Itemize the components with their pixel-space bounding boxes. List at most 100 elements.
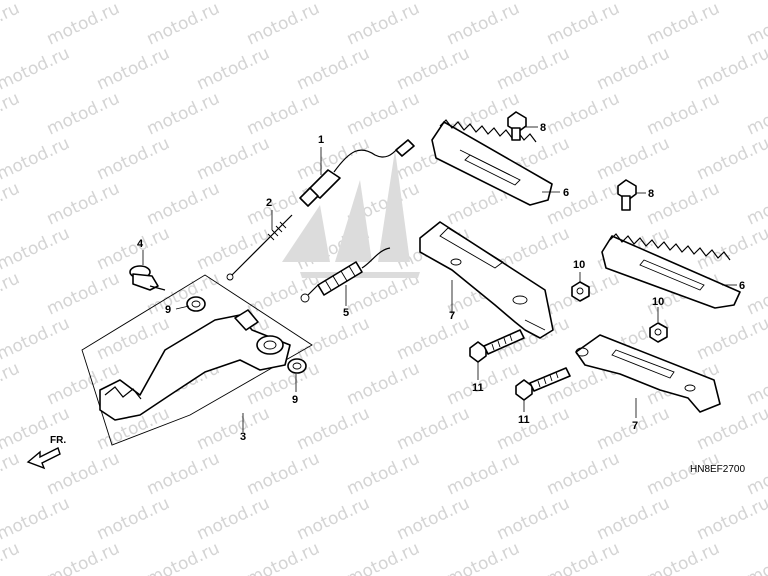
- callout-label[interactable]: 10: [573, 259, 585, 271]
- washer-part-lower[interactable]: [287, 358, 307, 374]
- watermark-text: motod.ru: [94, 493, 173, 544]
- front-direction-arrow: FR.: [26, 435, 66, 470]
- watermark-text: motod.ru: [694, 493, 768, 544]
- watermark-text: motod.ru: [744, 178, 768, 229]
- watermark-text: motod.ru: [0, 88, 23, 139]
- watermark-text: motod.ru: [44, 178, 123, 229]
- watermark-text: motod.ru: [644, 0, 723, 50]
- watermark-text: motod.ru: [344, 538, 423, 576]
- watermark-text: motod.ru: [244, 448, 323, 499]
- watermark-text: motod.ru: [694, 223, 768, 274]
- watermark-text: motod.ru: [694, 133, 768, 184]
- watermark-text: motod.ru: [0, 43, 73, 94]
- watermark-text: motod.ru: [44, 0, 123, 50]
- watermark-text: motod.ru: [494, 403, 573, 454]
- watermark-text: motod.ru: [144, 448, 223, 499]
- watermark-text: motod.ru: [694, 403, 768, 454]
- arrow-icon: [26, 447, 61, 470]
- watermark-text: motod.ru: [0, 268, 23, 319]
- callout-label[interactable]: 7: [449, 310, 455, 322]
- watermark-text: motod.ru: [0, 538, 23, 576]
- right-footpeg-bolt-part[interactable]: [617, 179, 637, 211]
- callout-label[interactable]: 11: [472, 382, 484, 394]
- stop-switch-part[interactable]: [299, 139, 415, 207]
- brake-pedal-part[interactable]: [81, 274, 313, 446]
- watermark-text: motod.ru: [0, 448, 23, 499]
- diagram-code: HN8EF2700: [690, 464, 745, 475]
- left-footpeg-bracket-part[interactable]: [419, 221, 554, 339]
- watermark-text: motod.ru: [44, 538, 123, 576]
- watermark-text: motod.ru: [0, 178, 23, 229]
- return-spring-part[interactable]: [300, 247, 391, 303]
- right-footpeg-bracket-part[interactable]: [575, 334, 721, 413]
- watermark-text: motod.ru: [644, 538, 723, 576]
- watermark-text: motod.ru: [44, 88, 123, 139]
- callout-label[interactable]: 5: [343, 307, 349, 319]
- callout-label[interactable]: 10: [652, 296, 664, 308]
- watermark-text: motod.ru: [244, 88, 323, 139]
- callout-labels: 1 2 3 4 5 6 6 7 7 8 8 9 9 10 10 11 11: [137, 122, 745, 443]
- watermark-text: motod.ru: [644, 88, 723, 139]
- left-bracket-bolt-part[interactable]: [469, 329, 525, 363]
- watermark-text: motod.ru: [544, 538, 623, 576]
- watermark-text: motod.ru: [744, 358, 768, 409]
- watermark-text: motod.ru: [694, 43, 768, 94]
- right-bracket-nut-part[interactable]: [649, 322, 668, 343]
- watermark-text: motod.ru: [244, 538, 323, 576]
- callout-label[interactable]: 4: [137, 238, 144, 250]
- callout-label[interactable]: 8: [648, 188, 654, 200]
- watermark-text: motod.ru: [0, 313, 73, 364]
- callout-label[interactable]: 6: [739, 280, 745, 292]
- watermark-text: motod.ru: [444, 0, 523, 50]
- watermark-text: motod.ru: [194, 403, 273, 454]
- right-footpeg-part[interactable]: [601, 233, 741, 309]
- callout-label[interactable]: 6: [563, 187, 569, 199]
- callout-label[interactable]: 3: [240, 431, 246, 443]
- watermark-text: motod.ru: [294, 403, 373, 454]
- watermark-text: motod.ru: [444, 448, 523, 499]
- watermark-text: motod.ru: [0, 358, 23, 409]
- watermark-text: motod.ru: [144, 178, 223, 229]
- watermark-text: motod.ru: [544, 178, 623, 229]
- watermark-text: motod.ru: [394, 493, 473, 544]
- watermark-text: motod.ru: [294, 313, 373, 364]
- pivot-bolt-part[interactable]: [129, 265, 166, 291]
- switch-spring-rod-part[interactable]: [226, 214, 293, 281]
- watermark-text: motod.ru: [744, 88, 768, 139]
- brand-logo-watermark: [282, 150, 420, 278]
- left-bracket-nut-part[interactable]: [571, 281, 590, 302]
- watermark-text: motod.ru: [744, 0, 768, 50]
- callout-label[interactable]: 1: [318, 134, 324, 146]
- watermark-text: motod.ru: [694, 313, 768, 364]
- watermark-text: motod.ru: [294, 43, 373, 94]
- watermark-text: motod.ru: [744, 448, 768, 499]
- watermark-text: motod.ru: [644, 178, 723, 229]
- watermark-text: motod.ru: [0, 223, 73, 274]
- left-footpeg-bolt-part[interactable]: [507, 111, 527, 141]
- watermark-text: motod.ru: [444, 538, 523, 576]
- callout-label[interactable]: 9: [292, 394, 298, 406]
- watermark-text: motod.ru: [0, 133, 73, 184]
- callout-label[interactable]: 8: [540, 122, 546, 134]
- watermark-text: motod.ru: [344, 358, 423, 409]
- watermark-text: motod.ru: [394, 313, 473, 364]
- washer-part-upper[interactable]: [186, 296, 206, 312]
- watermark-text: motod.ru: [294, 493, 373, 544]
- watermark-text: motod.ru: [0, 403, 73, 454]
- direction-label: FR.: [50, 435, 66, 446]
- callout-label[interactable]: 7: [632, 420, 638, 432]
- watermark-text: motod.ru: [144, 88, 223, 139]
- watermark-text: motod.ru: [494, 43, 573, 94]
- callout-label[interactable]: 9: [165, 304, 171, 316]
- watermark-text: motod.ru: [544, 448, 623, 499]
- callout-label[interactable]: 11: [518, 414, 530, 426]
- leader-lines: [142, 126, 737, 432]
- watermark-text: motod.ru: [94, 43, 173, 94]
- watermark-text: motod.ru: [744, 268, 768, 319]
- watermark-text: motod.ru: [594, 133, 673, 184]
- watermark-text: motod.ru: [394, 43, 473, 94]
- watermark-text: motod.ru: [594, 493, 673, 544]
- callout-label[interactable]: 2: [266, 197, 272, 209]
- right-bracket-bolt-part[interactable]: [515, 367, 571, 401]
